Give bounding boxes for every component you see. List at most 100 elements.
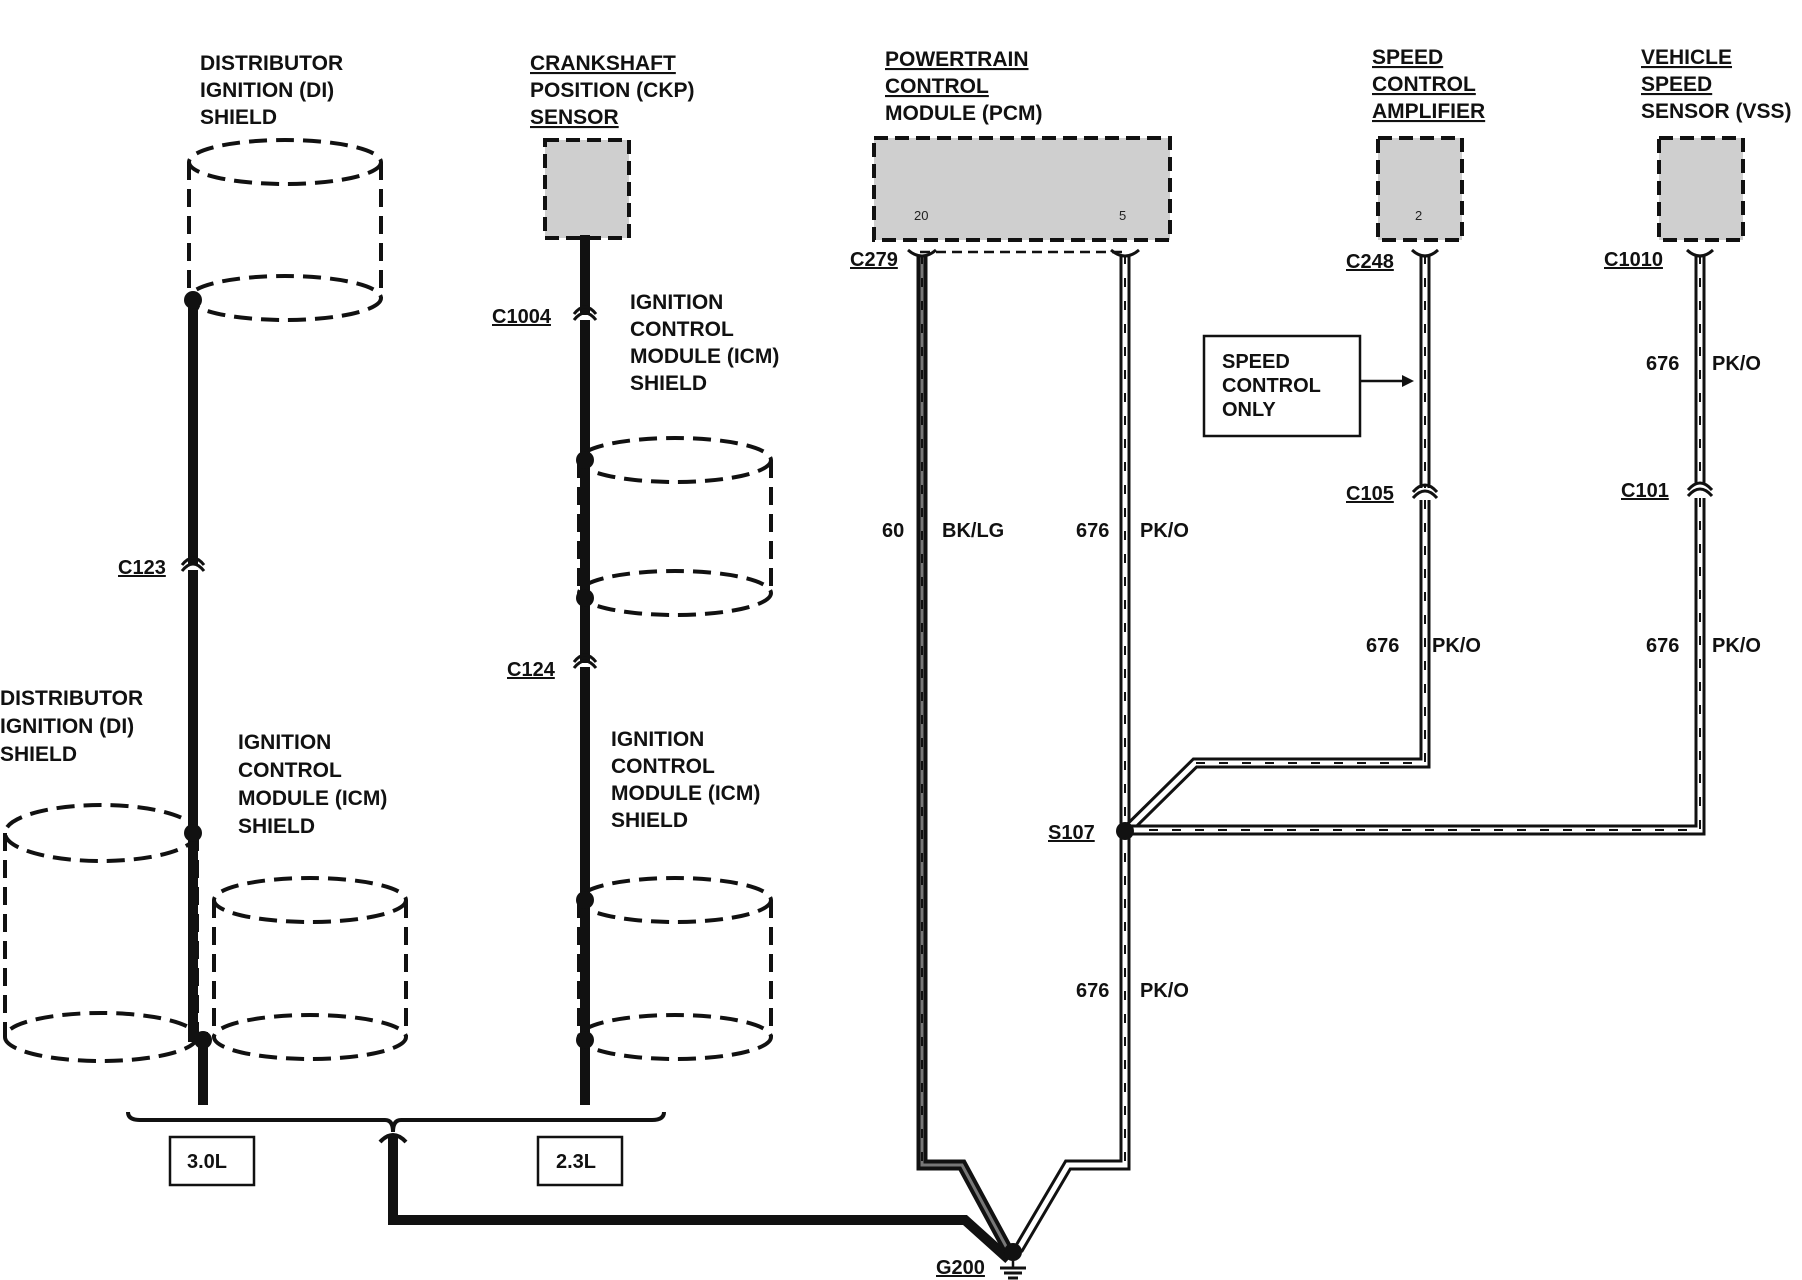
- pcm-pin-right: 5: [1119, 208, 1126, 223]
- wire-676-amp-color: PK/O: [1432, 635, 1481, 657]
- di-shield-top-label: DISTRIBUTOR IGNITION (DI) SHIELD: [200, 52, 343, 129]
- icm-lower-attach-top: [576, 891, 594, 909]
- svg-text:SHIELD: SHIELD: [200, 106, 277, 129]
- g200-ground-icon: [1000, 1243, 1026, 1280]
- c101-label: C101: [1621, 480, 1669, 502]
- wire-676-pcm-circuit: 676: [1076, 520, 1109, 542]
- ckp-sensor-label: CRANKSHAFT POSITION (CKP) SENSOR: [530, 52, 695, 129]
- ckp-sensor-box: [543, 138, 631, 240]
- svg-text:DISTRIBUTOR: DISTRIBUTOR: [0, 687, 143, 710]
- icm-shield-upper-label: IGNITION CONTROL MODULE (ICM) SHIELD: [630, 291, 779, 395]
- svg-text:AMPLIFIER: AMPLIFIER: [1372, 100, 1485, 123]
- svg-text:SENSOR (VSS): SENSOR (VSS): [1641, 100, 1792, 123]
- c1010-symbol: [1685, 248, 1715, 258]
- engine-2-3l-label: 2.3L: [556, 1151, 596, 1173]
- speed-control-amp-box: [1376, 136, 1464, 242]
- c279-label: C279: [850, 249, 898, 271]
- icm-shield-upper-cylinder: [577, 436, 773, 617]
- wire-676-s107-circuit: 676: [1076, 980, 1109, 1002]
- di-bottom-base-point: [194, 1031, 212, 1049]
- c105-symbol: [1411, 483, 1439, 500]
- svg-text:SHIELD: SHIELD: [611, 809, 688, 832]
- svg-text:DISTRIBUTOR: DISTRIBUTOR: [200, 52, 343, 75]
- wire-676-pcm-color: PK/O: [1140, 520, 1189, 542]
- engine-bracket: [126, 1111, 666, 1144]
- c1004-label: C1004: [492, 306, 552, 328]
- c123-symbol: [180, 556, 206, 572]
- svg-text:SENSOR: SENSOR: [530, 106, 619, 129]
- svg-text:CRANKSHAFT: CRANKSHAFT: [530, 52, 676, 75]
- svg-text:MODULE (ICM): MODULE (ICM): [630, 345, 779, 368]
- svg-text:MODULE (ICM): MODULE (ICM): [238, 787, 387, 810]
- di-bottom-attach-point: [184, 824, 202, 842]
- icm-upper-attach-top: [576, 451, 594, 469]
- svg-text:SPEED: SPEED: [1222, 351, 1290, 373]
- g200-label: G200: [936, 1257, 985, 1279]
- c124-symbol: [572, 653, 598, 669]
- di-top-attach-point: [184, 291, 202, 309]
- icm-lower-attach-bottom: [576, 1031, 594, 1049]
- amp-pin: 2: [1415, 208, 1422, 223]
- svg-text:CONTROL: CONTROL: [611, 755, 715, 778]
- svg-text:CONTROL: CONTROL: [1372, 73, 1476, 96]
- svg-text:CONTROL: CONTROL: [238, 759, 342, 782]
- wire-676-amp-circuit: 676: [1366, 635, 1399, 657]
- c101-symbol: [1686, 481, 1714, 498]
- vss-label: VEHICLE SPEED SENSOR (VSS): [1641, 46, 1792, 123]
- engine-3-0l-label: 3.0L: [187, 1151, 227, 1173]
- svg-text:IGNITION: IGNITION: [238, 731, 331, 754]
- svg-text:POSITION (CKP): POSITION (CKP): [530, 79, 695, 102]
- wire-676-s107-color: PK/O: [1140, 980, 1189, 1002]
- engine-ground-wire: [388, 1137, 1013, 1264]
- svg-text:IGNITION: IGNITION: [630, 291, 723, 314]
- c279-symbol: [907, 248, 1140, 258]
- svg-text:MODULE (PCM): MODULE (PCM): [885, 102, 1042, 125]
- vss-box: [1657, 136, 1745, 242]
- svg-text:SPEED: SPEED: [1641, 73, 1712, 96]
- wire-60-bklg: [916, 255, 1013, 1253]
- svg-text:ONLY: ONLY: [1222, 399, 1276, 421]
- s107-splice: [1116, 822, 1134, 840]
- wire-60-circuit: 60: [882, 520, 904, 542]
- svg-text:SHIELD: SHIELD: [0, 743, 77, 766]
- engine-3-0l-box: [168, 1135, 256, 1187]
- di-ground-wire: [188, 293, 208, 1105]
- icm-shield-left-label: IGNITION CONTROL MODULE (ICM) SHIELD: [238, 731, 387, 838]
- pcm-pin-left: 20: [914, 208, 928, 223]
- wire-676-vss: [1125, 255, 1706, 836]
- icm-upper-attach-bottom: [576, 589, 594, 607]
- c248-label: C248: [1346, 251, 1394, 273]
- c248-symbol: [1410, 248, 1440, 258]
- s107-label: S107: [1048, 822, 1095, 844]
- svg-text:CONTROL: CONTROL: [630, 318, 734, 341]
- di-shield-top-cylinder: [187, 138, 383, 322]
- wire-676-vss-upper-circuit: 676: [1646, 353, 1679, 375]
- icm-shield-lower-label: IGNITION CONTROL MODULE (ICM) SHIELD: [611, 728, 760, 832]
- c1010-label: C1010: [1604, 249, 1663, 271]
- icm-shield-lower-cylinder: [577, 876, 773, 1061]
- svg-text:VEHICLE: VEHICLE: [1641, 46, 1732, 69]
- svg-text:CONTROL: CONTROL: [1222, 375, 1321, 397]
- svg-text:SPEED: SPEED: [1372, 46, 1443, 69]
- speed-control-only-box: [1202, 334, 1362, 438]
- wire-676-vss-lower-color: PK/O: [1712, 635, 1761, 657]
- wire-60-color: BK/LG: [942, 520, 1004, 542]
- di-shield-bottom-label: DISTRIBUTOR IGNITION (DI) SHIELD: [0, 687, 143, 766]
- svg-text:IGNITION (DI): IGNITION (DI): [200, 79, 334, 102]
- svg-text:MODULE (ICM): MODULE (ICM): [611, 782, 760, 805]
- c1004-symbol: [572, 305, 598, 321]
- c123-label: C123: [118, 557, 166, 579]
- svg-text:SHIELD: SHIELD: [630, 372, 707, 395]
- wire-676-vss-upper-color: PK/O: [1712, 353, 1761, 375]
- svg-text:IGNITION (DI): IGNITION (DI): [0, 715, 134, 738]
- pcm-box: [872, 136, 1172, 242]
- wire-676-pcm: [1013, 255, 1131, 1253]
- wire-676-amp: [1121, 255, 1431, 836]
- svg-text:SHIELD: SHIELD: [238, 815, 315, 838]
- wire-676-vss-lower-circuit: 676: [1646, 635, 1679, 657]
- pcm-label: POWERTRAIN CONTROL MODULE (PCM): [885, 48, 1042, 125]
- svg-text:POWERTRAIN: POWERTRAIN: [885, 48, 1029, 71]
- di-shield-bottom-cylinder: [3, 803, 199, 1063]
- engine-2-3l-box: [536, 1135, 624, 1187]
